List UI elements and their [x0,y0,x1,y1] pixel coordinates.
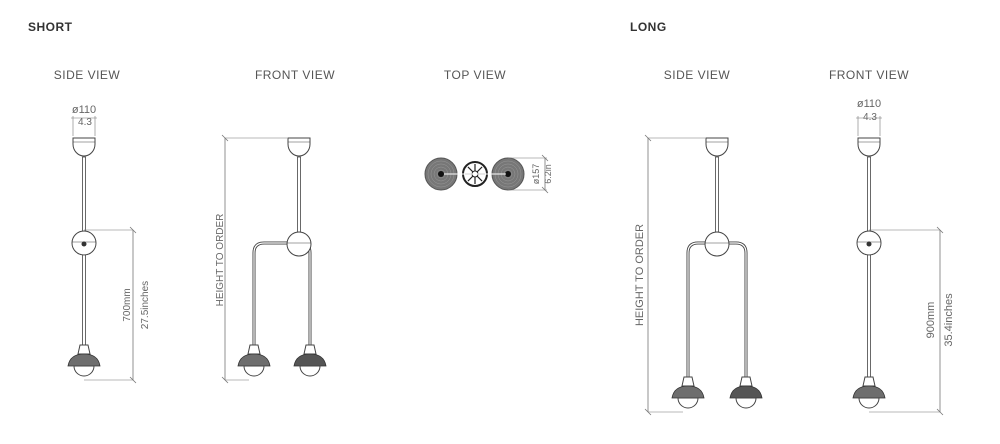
label-long-side-view: SIDE VIEW [663,68,731,82]
lamp-bulb [858,397,880,409]
top-diameter-in: 6.2in [543,164,553,184]
lamp-bulb [299,365,321,377]
long-canopy-diameter-in: 4.3 [863,112,877,123]
canopy [705,137,729,157]
drop-dimension-tick [129,376,137,384]
cable [715,156,719,233]
lamp-socket [739,376,753,387]
cable [297,156,301,233]
drop-dimension-tick [936,226,944,234]
height-dimension-tick [221,134,229,142]
ball-pivot [866,241,872,247]
height-dimension-tick [644,408,652,416]
long-canopy-diameter-mm: ø110 [857,98,881,110]
cable [82,254,86,346]
section-title-long: LONG [630,20,667,34]
arm-left [252,241,288,345]
label-short-side-view: SIDE VIEW [53,68,121,82]
short-drop-mm: 700mm [122,288,133,321]
label-short-top-view: TOP VIEW [443,68,507,82]
lamp-bulb [73,365,95,377]
arm-left [686,241,706,377]
arm-left-inner [687,242,706,377]
lamp-socket [862,376,876,387]
ball-pivot [81,241,87,247]
short-drop-in: 27.5inches [140,281,151,329]
label-long-front-view: FRONT VIEW [828,68,910,82]
top-diameter-dimension-tick [541,186,549,194]
cable [867,254,871,378]
canopy [287,137,311,157]
long-drop-mm: 900mm [925,302,937,339]
height-dimension-tick [644,134,652,142]
short-height-to-order: HEIGHT TO ORDER [215,214,226,307]
arm-right [728,241,748,377]
long-drop-in: 35.4inches [943,293,955,347]
top-bulb-center [438,171,444,177]
lamp-shade [293,353,327,367]
arm-left-inner [253,242,288,345]
drop-dimension-tick [936,408,944,416]
cable [867,156,871,233]
lamp-shade [67,353,101,367]
arm-right [299,241,312,345]
junction-ball [704,231,730,257]
short-canopy-diameter-in: 4.3 [78,117,92,128]
arm-right-inner [728,242,747,377]
lamp-socket [77,344,91,355]
height-dimension-tick [221,376,229,384]
lamp-socket [681,376,695,387]
canopy [72,137,96,157]
canopy [857,137,881,157]
lamp-shade [671,385,705,399]
lamp-shade [852,385,886,399]
top-diameter-mm: ø157 [531,164,541,185]
top-bulb-center [505,171,511,177]
label-short-front-view: FRONT VIEW [254,68,336,82]
lamp-shade [729,385,763,399]
top-diameter-dimension-tick [541,154,549,162]
lamp-shade [237,353,271,367]
lamp-socket [247,344,261,355]
drop-dimension-tick [129,226,137,234]
short-canopy-diameter-mm: ø110 [72,104,96,116]
junction-ball [286,231,312,257]
lamp-bulb [677,397,699,409]
lamp-bulb [243,365,265,377]
long-height-to-order: HEIGHT TO ORDER [634,224,646,326]
lamp-bulb [735,397,757,409]
section-title-short: SHORT [28,20,73,34]
lamp-socket [303,344,317,355]
cable [82,156,86,233]
